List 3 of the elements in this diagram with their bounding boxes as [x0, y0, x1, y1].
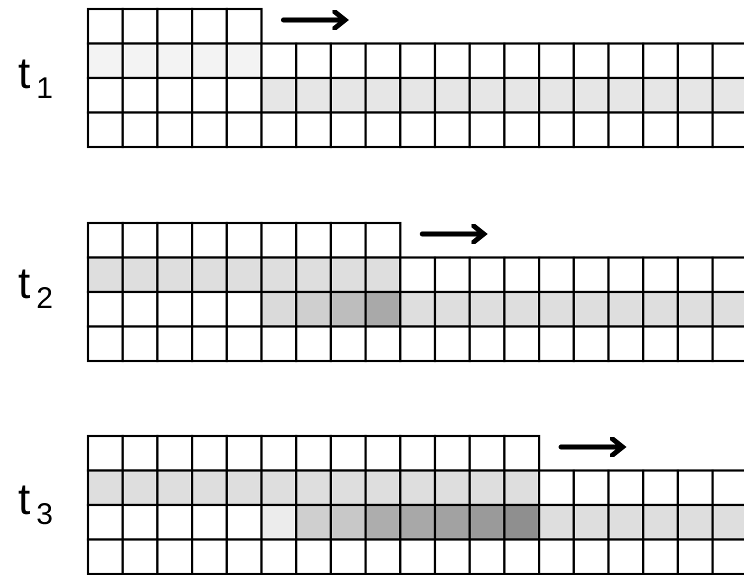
time-label: t$_{3}$ [18, 478, 53, 530]
time-label: t$_{1}$ [18, 52, 53, 104]
time-label: t$_{2}$ [18, 262, 53, 314]
